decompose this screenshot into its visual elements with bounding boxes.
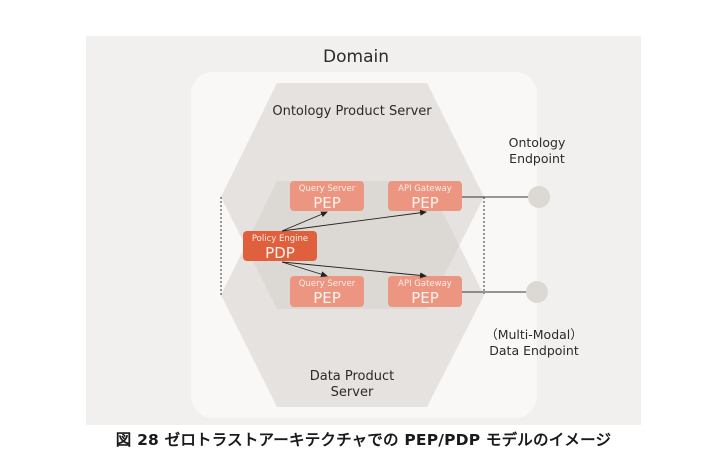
ontology-endpoint-node[interactable] <box>528 186 550 208</box>
pdp-title: Policy Engine <box>252 234 308 244</box>
pep-label: PEP <box>313 194 341 212</box>
pep-api-gateway-ontology[interactable]: API Gateway PEP <box>388 181 462 212</box>
data-product-server-label-line1: Data Product <box>310 369 395 384</box>
pep-box <box>290 181 364 211</box>
arrow-pdp-to-query-server-ontology <box>281 211 328 232</box>
arrow-pdp-to-api-gateway-data <box>281 261 427 279</box>
data-endpoint-node[interactable] <box>526 281 548 303</box>
pep-box <box>388 276 462 307</box>
data-endpoint-label-line1: （Multi-Modal） <box>485 327 583 342</box>
data-endpoint-label-line2: Data Endpoint <box>489 343 579 358</box>
pdp-box <box>243 231 317 261</box>
pep-label: PEP <box>411 289 439 307</box>
ontology-endpoint-label-line1: Ontology <box>509 135 566 150</box>
pep-title: Query Server <box>299 279 356 289</box>
pep-box <box>290 276 364 307</box>
pep-api-gateway-data[interactable]: API Gateway PEP <box>388 276 462 307</box>
data-product-server-label-line2: Server <box>331 385 374 400</box>
ontology-product-server-label: Ontology Product Server <box>272 104 432 119</box>
ontology-endpoint-label-line2: Endpoint <box>509 151 565 166</box>
pdp-label: PDP <box>265 244 295 262</box>
arrow-pdp-to-query-server-data <box>281 261 328 278</box>
pep-query-server-ontology[interactable]: Query Server PEP <box>290 181 364 212</box>
pdp-policy-engine[interactable]: Policy Engine PDP <box>243 231 317 262</box>
pep-label: PEP <box>411 194 439 212</box>
pep-box <box>388 181 462 211</box>
pep-title: Query Server <box>299 184 356 194</box>
figure-caption: 図 28 ゼロトラストアーキテクチャでの PEP/PDP モデルのイメージ <box>115 431 612 449</box>
arrow-pdp-to-api-gateway-ontology <box>281 209 427 232</box>
pep-query-server-data[interactable]: Query Server PEP <box>290 276 364 307</box>
pep-label: PEP <box>313 289 341 307</box>
pep-title: API Gateway <box>398 184 452 194</box>
pep-title: API Gateway <box>398 279 452 289</box>
domain-label: Domain <box>323 47 389 67</box>
